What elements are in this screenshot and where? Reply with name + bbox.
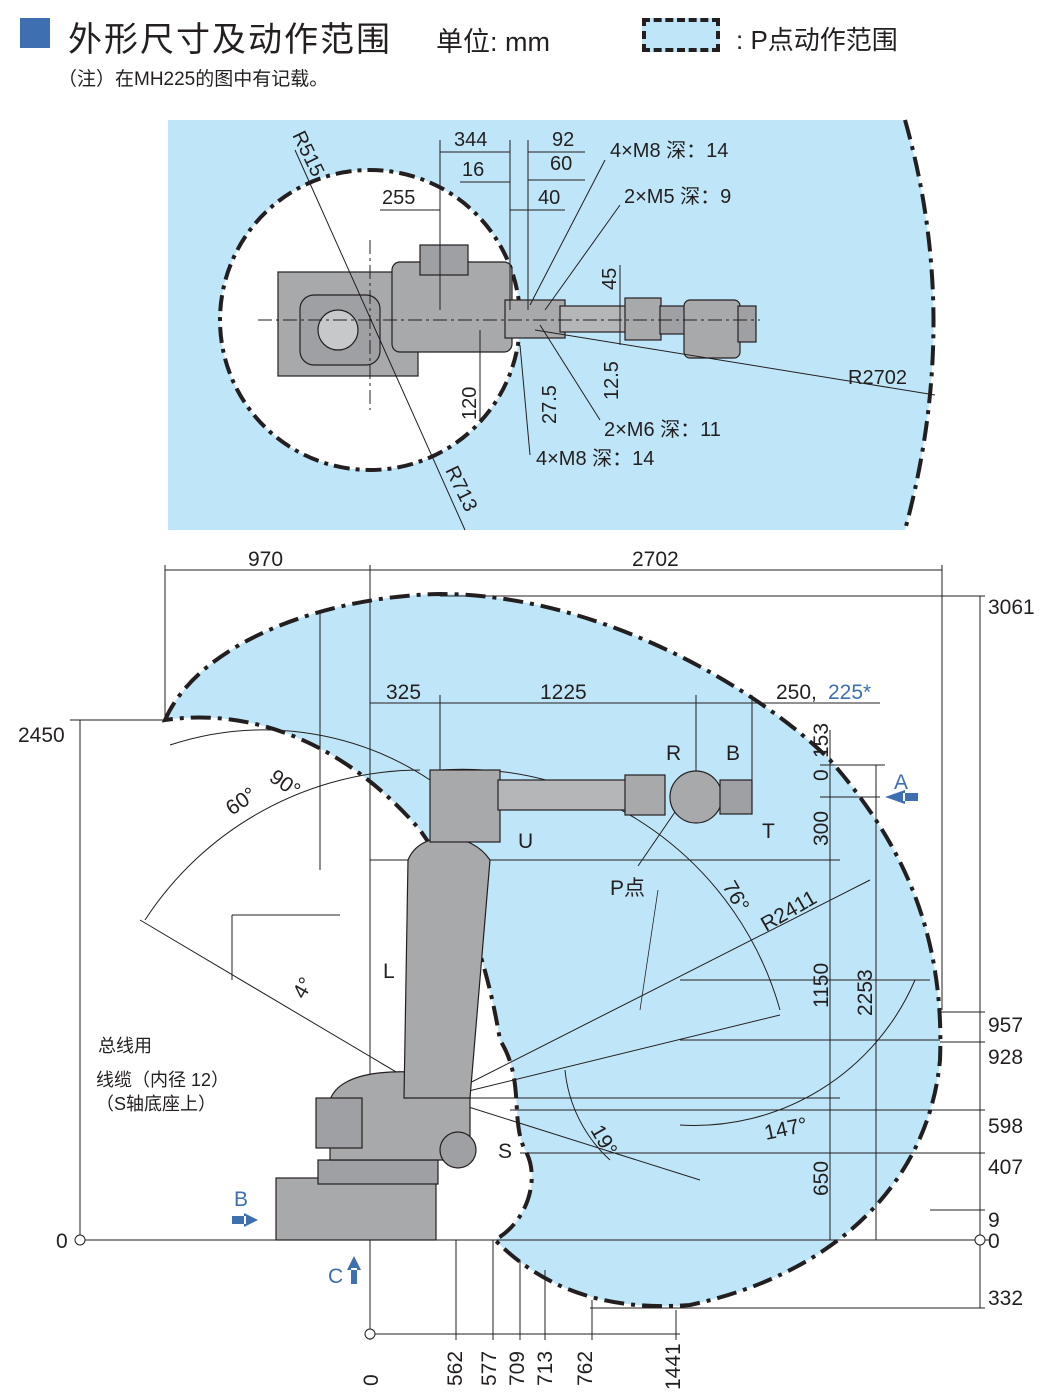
dim-92: 92 (552, 129, 574, 151)
dim-right-zero: 0 (988, 1230, 1000, 1253)
dim-153: 153 (810, 723, 833, 758)
unit-label: 单位: mm (436, 27, 550, 57)
axis-s: S (498, 1140, 512, 1163)
axis-u: U (518, 830, 533, 853)
side-view: 970 2702 325 1225 250, 225* 3061 957 928… (18, 548, 1035, 1390)
radius-r2702: R2702 (848, 367, 907, 389)
callout-m6: 2×M6 深：11 (604, 418, 721, 441)
dim-332: 332 (988, 1287, 1023, 1310)
dim-762: 762 (574, 1351, 597, 1386)
callout-m8-bottom: 4×M8 深：14 (536, 447, 654, 470)
dim-970: 970 (248, 548, 283, 571)
dim-225: 225* (828, 681, 871, 704)
dim-120: 120 (459, 387, 481, 420)
dim-650: 650 (810, 1161, 833, 1196)
dim-27-5: 27.5 (539, 385, 561, 424)
dim-9: 9 (988, 1209, 1000, 1232)
dim-40: 40 (538, 187, 560, 209)
dim-45: 45 (599, 268, 621, 290)
axis-r: R (666, 742, 681, 765)
dim-577: 577 (478, 1351, 501, 1386)
dim-1441: 1441 (662, 1343, 685, 1390)
dim-598: 598 (988, 1115, 1023, 1138)
dim-250: 250, (776, 681, 817, 704)
top-view: 344 92 16 60 255 40 45 120 27.5 12.5 R51… (168, 119, 936, 531)
cable-note-line1: 总线用 (98, 1036, 152, 1056)
dim-928: 928 (988, 1046, 1023, 1069)
dim-325: 325 (386, 681, 421, 704)
dim-300: 300 (810, 811, 833, 846)
dim-713: 713 (534, 1351, 557, 1386)
cable-note-line2: 线缆（内径 12） (96, 1070, 229, 1090)
dim-60: 60 (550, 153, 572, 175)
title-marker (20, 18, 50, 48)
view-b-label: B (234, 1188, 248, 1211)
dim-957: 957 (988, 1014, 1023, 1037)
dim-255: 255 (382, 187, 415, 209)
dim-709: 709 (506, 1351, 529, 1386)
view-c-label: C (328, 1265, 343, 1288)
dim-2450: 2450 (18, 724, 65, 747)
dim-v-zero: 0 (810, 769, 833, 781)
cable-note-line3: （S轴底座上） (96, 1094, 216, 1114)
robot-top-body (277, 244, 757, 377)
robot-side-body (275, 769, 753, 1241)
callout-m8-top: 4×M8 深：14 (610, 139, 728, 162)
angle-60: 60° (222, 783, 261, 820)
dim-562: 562 (444, 1351, 467, 1386)
side-envelope (161, 591, 943, 1309)
dim-2253: 2253 (854, 969, 877, 1016)
footnote: （注）在MH225的图中有记载。 (58, 69, 329, 90)
legend-swatch (642, 18, 720, 52)
dim-1150: 1150 (810, 963, 833, 1008)
page-title: 外形尺寸及动作范围 (68, 21, 392, 59)
dim-3061: 3061 (988, 596, 1035, 619)
p-point-label: P点 (610, 877, 645, 900)
dim-2702: 2702 (632, 548, 679, 571)
legend-label: : P点动作范围 (736, 25, 898, 55)
view-arrows (232, 790, 918, 1284)
dim-407: 407 (988, 1156, 1023, 1179)
dim-12-5: 12.5 (601, 361, 623, 400)
axis-t: T (762, 820, 775, 843)
axis-b: B (726, 742, 740, 765)
dim-16: 16 (462, 159, 484, 181)
angle-4: 4° (288, 974, 318, 1003)
dim-1225: 1225 (540, 681, 587, 704)
axis-l: L (383, 960, 395, 983)
dim-left-zero: 0 (56, 1230, 68, 1253)
dim-bottom-zero: 0 (360, 1374, 383, 1386)
angle-90: 90° (265, 765, 304, 802)
dim-344: 344 (454, 129, 487, 151)
view-a-label: A (894, 771, 908, 794)
callout-m5: 2×M5 深：9 (624, 185, 731, 208)
